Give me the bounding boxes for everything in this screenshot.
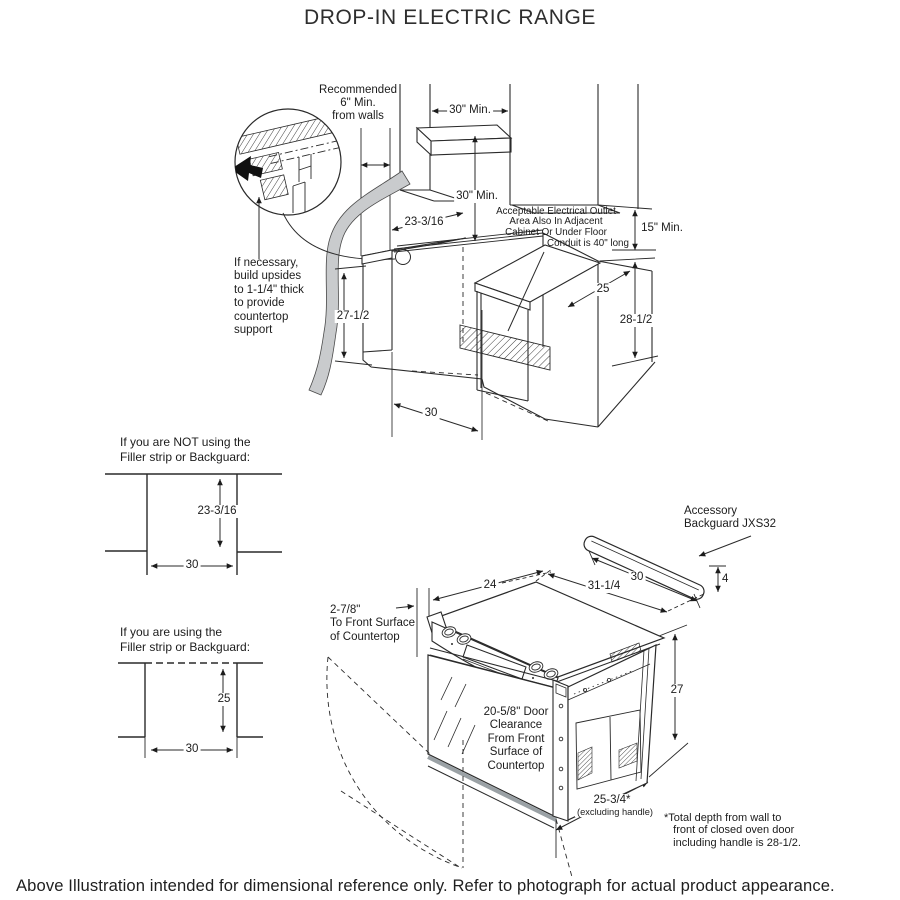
wall-cross-section-band <box>308 170 411 396</box>
detail-arrow-icon <box>235 156 263 181</box>
outlet-area-note: Acceptable Electrical Outlet Area Also I… <box>496 206 616 238</box>
control-knobs <box>441 626 559 680</box>
cabinet-width-dim-label: 30" Min. <box>447 104 493 117</box>
body-height-dim-label: 27 <box>668 684 686 697</box>
side-panel <box>567 644 657 821</box>
backguard-width-dim-label: 30 <box>628 571 646 584</box>
filler-using-depth-label: 25 <box>215 693 233 706</box>
conduit-note: Conduit is 40" long <box>547 238 629 249</box>
overall-depth-dim-label: 31-1/4 <box>585 580 623 593</box>
filler-not-using-heading: If you are NOT using the Filler strip or… <box>120 435 251 464</box>
countertop-edge-detail-callout <box>234 108 411 265</box>
range-body <box>426 581 666 829</box>
conduit-coil <box>577 746 593 781</box>
range-isometric-drawing <box>326 535 752 878</box>
page-title: DROP-IN ELECTRIC RANGE <box>303 6 597 29</box>
cooktop-depth-dim-label: 24 <box>481 579 499 592</box>
electrical-outlet-area <box>459 324 551 371</box>
filler-using-drawing <box>118 662 263 758</box>
cutout-depth-dim-label: 23-3/16 <box>402 216 446 229</box>
door-swing-dashed-lines <box>326 656 573 878</box>
counter-height-dim-label: 28-1/2 <box>617 314 655 327</box>
total-depth-footnote: *Total depth from wall to front of close… <box>664 812 801 849</box>
excluding-handle-label: (excluding handle) <box>575 807 655 817</box>
door-clearance-note: 20-5/8" Door Clearance From Front Surfac… <box>483 706 549 774</box>
filler-not-using-depth-label: 23-3/16 <box>195 505 239 518</box>
counter-clearance-dim-label: 15" Min. <box>639 222 685 235</box>
wall-clearance-label: Recommended 6" Min. from walls <box>319 84 397 122</box>
filler-using-heading: If you are using the Filler strip or Bac… <box>120 625 251 654</box>
accessory-backguard-label: Accessory Backguard JXS32 <box>684 505 777 530</box>
backguard-height-dim-label: 4 <box>722 573 729 585</box>
base-cabinet-cutout <box>361 229 656 440</box>
door-side-trim <box>552 679 569 822</box>
cooktop-clearance-dim-label: 30" Min. <box>454 190 500 203</box>
countertop-support-note: If necessary, build upsides to 1-1/4" th… <box>234 257 304 337</box>
side-vent <box>609 642 642 663</box>
body-depth-dim-label: 25-3/4* <box>591 794 633 807</box>
cutout-isometric-drawing <box>234 84 659 440</box>
upper-cabinets <box>399 84 639 214</box>
counter-depth-dim-label: 25 <box>594 283 612 296</box>
interior-height-dim-label: 27-1/2 <box>334 310 372 323</box>
front-overhang-note: 2-7/8" To Front Surface of Countertop <box>330 604 416 643</box>
filler-not-using-width-label: 30 <box>183 559 201 572</box>
cutout-width-dim-label: 30 <box>422 407 440 420</box>
filler-using-width-label: 30 <box>183 743 201 756</box>
reference-disclaimer: Above Illustration intended for dimensio… <box>16 876 835 895</box>
